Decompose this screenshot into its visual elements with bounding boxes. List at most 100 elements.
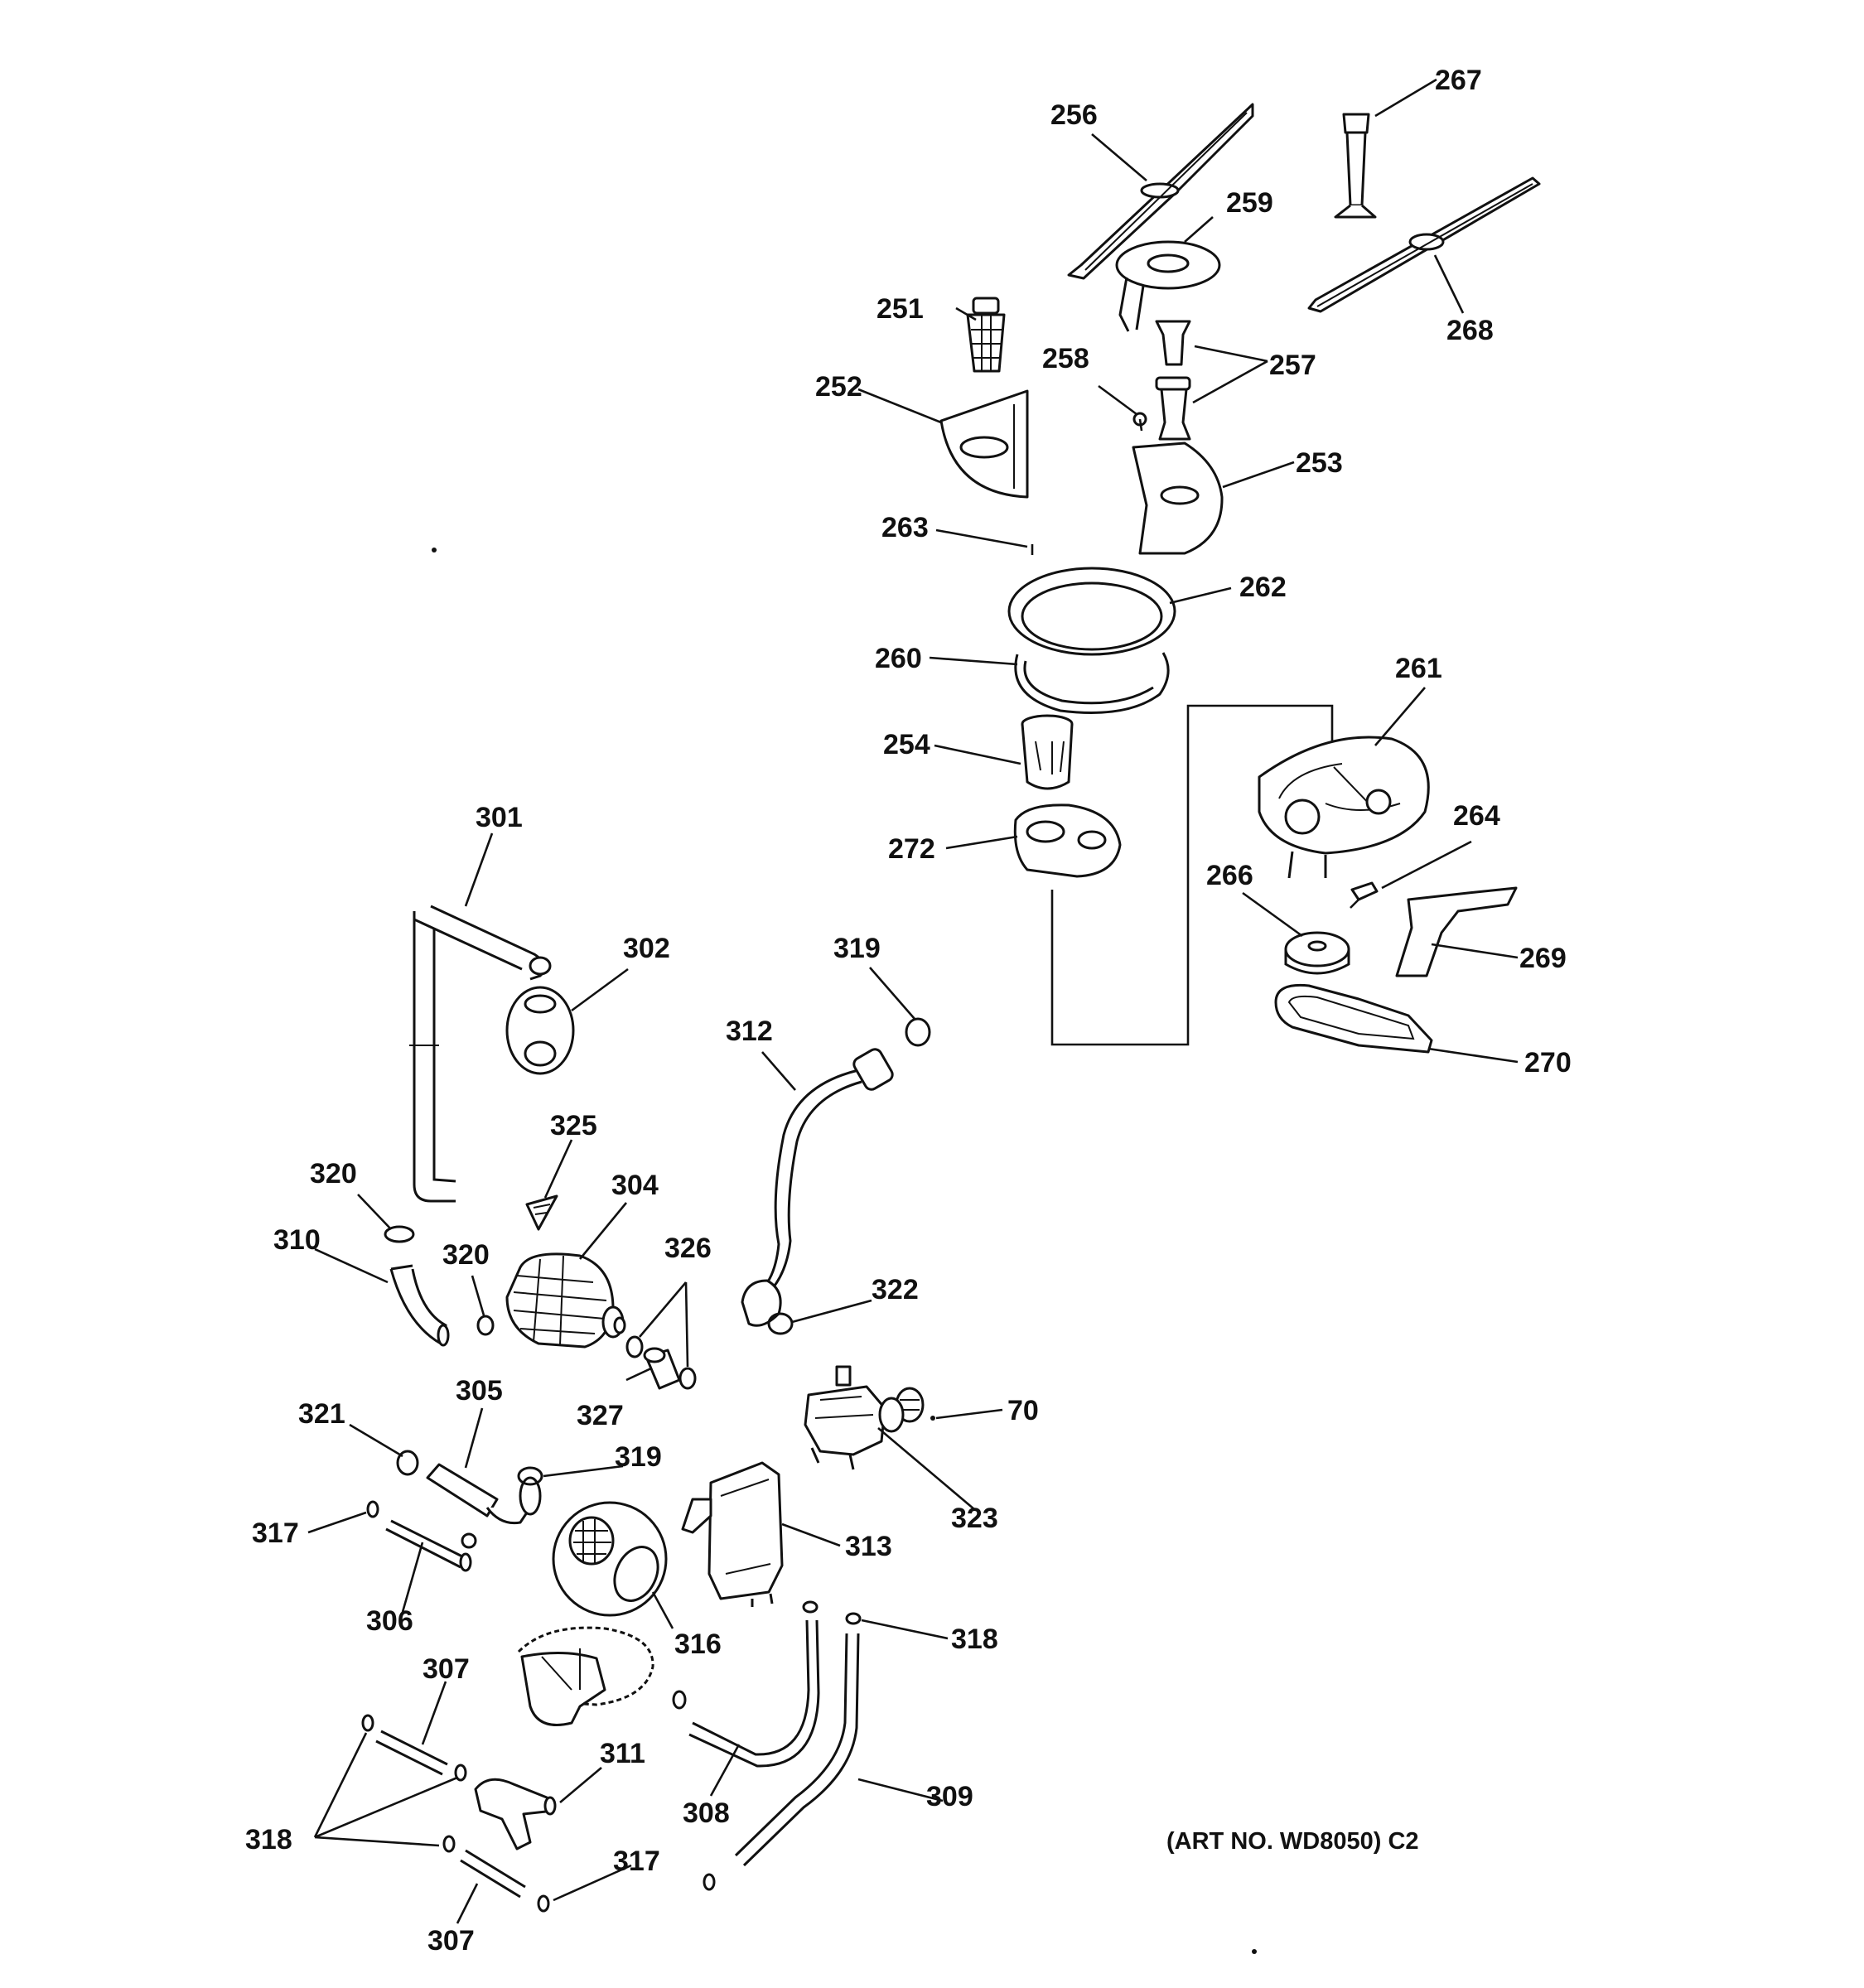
label-270: 270 bbox=[1524, 1047, 1572, 1078]
label-267: 267 bbox=[1435, 65, 1482, 96]
label-313: 313 bbox=[845, 1531, 892, 1562]
part-325-fitting bbox=[525, 1194, 558, 1231]
label-322: 322 bbox=[872, 1274, 919, 1305]
label-266: 266 bbox=[1206, 860, 1253, 891]
label-258: 258 bbox=[1042, 343, 1089, 374]
label-252: 252 bbox=[815, 371, 862, 403]
label-316: 316 bbox=[674, 1629, 722, 1660]
label-256: 256 bbox=[1050, 99, 1098, 131]
label-319-top: 319 bbox=[833, 933, 881, 964]
label-319-mid: 319 bbox=[615, 1441, 662, 1473]
label-309: 309 bbox=[926, 1781, 973, 1812]
part-319-clamp-b bbox=[517, 1466, 543, 1486]
part-316-sump-screen bbox=[552, 1501, 668, 1617]
art-number: (ART NO. WD8050) C2 bbox=[1166, 1828, 1419, 1855]
label-269: 269 bbox=[1519, 943, 1567, 974]
part-327-coupling bbox=[643, 1347, 681, 1390]
part-320-clamp-a bbox=[384, 1225, 415, 1243]
label-325: 325 bbox=[550, 1110, 597, 1141]
group-connector bbox=[1050, 704, 1334, 1046]
part-304-motor bbox=[505, 1252, 626, 1349]
part-318-oring-b bbox=[845, 1612, 862, 1625]
part-251-filter-cap bbox=[966, 297, 1006, 373]
label-260: 260 bbox=[875, 643, 922, 674]
part-318-oring-c bbox=[361, 1714, 374, 1732]
part-262-gasket bbox=[1007, 567, 1176, 656]
part-318-oring-e bbox=[442, 1835, 456, 1853]
part-319-clamp bbox=[905, 1017, 931, 1047]
label-272: 272 bbox=[888, 833, 935, 865]
part-323-valve bbox=[804, 1365, 905, 1470]
part-316-sump bbox=[517, 1626, 654, 1726]
part-253-cover bbox=[1132, 442, 1224, 555]
label-254: 254 bbox=[883, 729, 930, 760]
part-267-nozzle bbox=[1334, 113, 1377, 219]
part-305-hose bbox=[426, 1463, 542, 1525]
part-269-bracket bbox=[1395, 886, 1518, 977]
part-256-upper-spray-arm bbox=[1067, 103, 1254, 280]
part-309-hose bbox=[703, 1633, 860, 1891]
label-307-b: 307 bbox=[427, 1925, 475, 1957]
part-252-cover bbox=[939, 389, 1029, 499]
part-258-screw bbox=[1132, 412, 1147, 432]
part-307-hose-a bbox=[375, 1730, 448, 1776]
part-313-housing bbox=[681, 1461, 784, 1607]
label-326: 326 bbox=[664, 1233, 712, 1264]
part-259-manifold bbox=[1115, 240, 1221, 332]
part-labels: 256 267 259 251 268 258 257 252 253 263 … bbox=[245, 65, 1572, 1957]
part-317-oring-b bbox=[537, 1894, 550, 1913]
label-318-a: 318 bbox=[951, 1624, 998, 1655]
part-326-oring-a bbox=[625, 1335, 644, 1358]
label-302: 302 bbox=[623, 933, 670, 964]
label-251: 251 bbox=[876, 293, 924, 325]
label-268: 268 bbox=[1446, 315, 1494, 346]
part-301-tube bbox=[409, 905, 552, 1203]
label-320-b: 320 bbox=[442, 1239, 490, 1271]
part-254-filter bbox=[1021, 714, 1074, 790]
part-318-oring-d bbox=[454, 1764, 467, 1782]
part-270-guard bbox=[1274, 983, 1433, 1054]
label-307-a: 307 bbox=[423, 1653, 470, 1685]
part-311-y-connector bbox=[474, 1778, 557, 1850]
part-261-sump bbox=[1258, 736, 1430, 879]
part-322-clamp bbox=[767, 1312, 794, 1335]
part-272-housing bbox=[1013, 803, 1122, 878]
label-318-b: 318 bbox=[245, 1824, 292, 1855]
part-264-clip bbox=[1350, 881, 1379, 909]
part-308-hose bbox=[672, 1619, 820, 1768]
label-257: 257 bbox=[1269, 350, 1316, 381]
part-326-oring-b bbox=[678, 1367, 697, 1390]
label-262: 262 bbox=[1239, 572, 1287, 603]
label-253: 253 bbox=[1296, 447, 1343, 479]
part-268-lower-spray-arm bbox=[1307, 176, 1541, 313]
label-263: 263 bbox=[881, 512, 929, 543]
label-308: 308 bbox=[683, 1797, 730, 1829]
label-261: 261 bbox=[1395, 653, 1442, 684]
part-306-hose bbox=[385, 1519, 477, 1572]
label-317-a: 317 bbox=[252, 1518, 299, 1549]
label-320-a: 320 bbox=[310, 1158, 357, 1189]
label-310: 310 bbox=[273, 1224, 321, 1256]
part-317-oring bbox=[366, 1500, 379, 1518]
part-266-impeller bbox=[1284, 931, 1350, 975]
label-301: 301 bbox=[476, 802, 523, 833]
label-312: 312 bbox=[726, 1016, 773, 1047]
part-310-hose bbox=[389, 1264, 450, 1347]
part-260-seal bbox=[1014, 652, 1170, 714]
label-305: 305 bbox=[456, 1375, 503, 1407]
part-312-hose bbox=[741, 1048, 894, 1327]
label-304: 304 bbox=[611, 1170, 659, 1201]
part-318-oring-a bbox=[802, 1600, 819, 1614]
label-259: 259 bbox=[1226, 187, 1273, 219]
part-257-couplings bbox=[1155, 320, 1191, 441]
label-317-b: 317 bbox=[613, 1846, 660, 1877]
label-323: 323 bbox=[951, 1503, 998, 1534]
label-306: 306 bbox=[366, 1605, 413, 1637]
part-307-hose-b bbox=[460, 1849, 526, 1899]
part-302-inlet bbox=[505, 986, 575, 1075]
label-70: 70 bbox=[1007, 1395, 1039, 1426]
label-327: 327 bbox=[577, 1400, 624, 1431]
label-264: 264 bbox=[1453, 800, 1500, 832]
label-311: 311 bbox=[600, 1738, 645, 1769]
